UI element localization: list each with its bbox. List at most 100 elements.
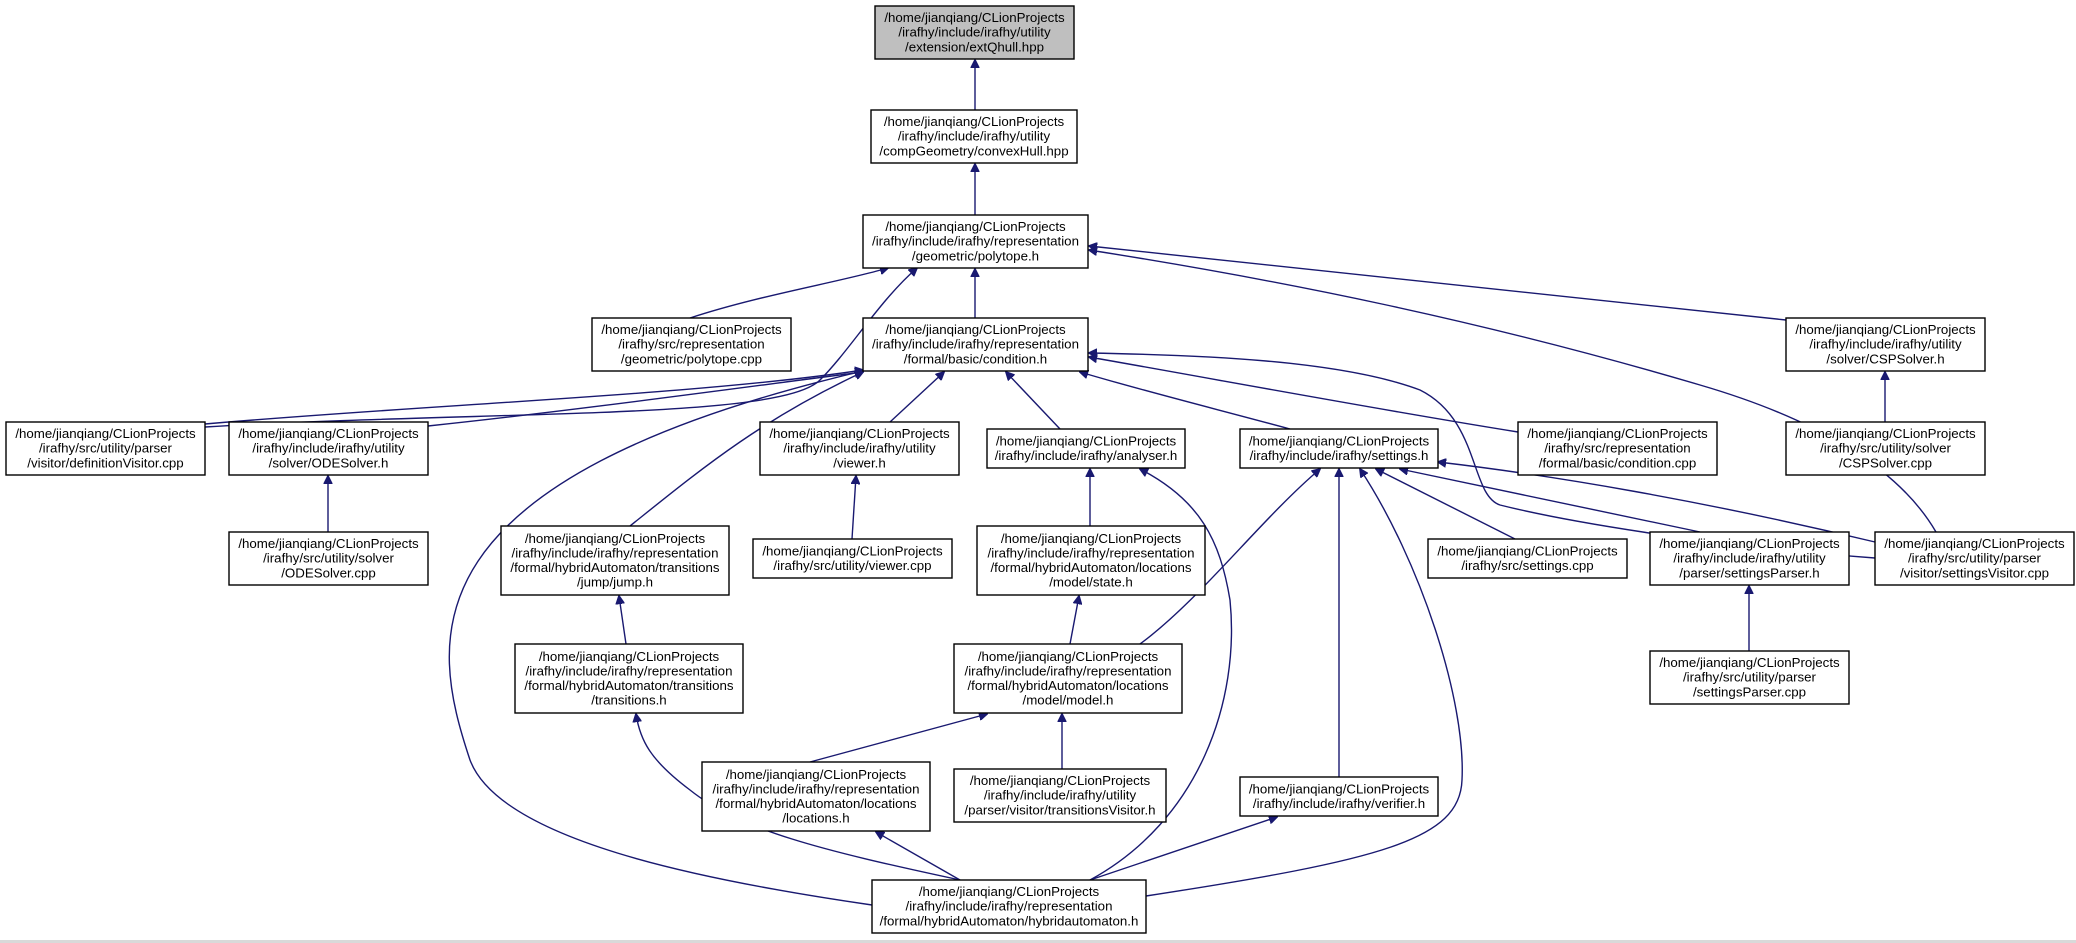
edge-transitions_h-to-jump_h [619, 596, 627, 645]
node-locations_h[interactable]: /home/jianqiang/CLionProjects/irafhy/inc… [701, 761, 931, 832]
node-settingsVisitor[interactable]: /home/jianqiang/CLionProjects/irafhy/src… [1874, 531, 2075, 586]
node-label-line: /irafhy/include/irafhy/utility [1673, 551, 1826, 566]
node-label-line: /irafhy/include/irafhy/representation [526, 663, 733, 678]
node-box [862, 214, 1089, 269]
node-label-line: /irafhy/src/representation [1544, 441, 1690, 456]
node-verifier_h[interactable]: /home/jianqiang/CLionProjects/irafhy/inc… [1239, 776, 1439, 817]
node-odesolver_h[interactable]: /home/jianqiang/CLionProjects/irafhy/inc… [228, 421, 429, 476]
node-polytope_h[interactable]: /home/jianqiang/CLionProjects/irafhy/inc… [862, 214, 1089, 269]
node-cspsolver_cpp[interactable]: /home/jianqiang/CLionProjects/irafhy/src… [1785, 421, 1986, 476]
node-label-line: /geometric/polytope.h [912, 248, 1039, 263]
node-label-line: /parser/visitor/transitionsVisitor.h [964, 802, 1155, 817]
node-label-line: /home/jianqiang/CLionProjects [15, 426, 196, 441]
edge-model_h-to-state_h [1069, 596, 1079, 645]
node-label-line: /home/jianqiang/CLionProjects [769, 426, 950, 441]
node-label-line: /home/jianqiang/CLionProjects [238, 426, 419, 441]
node-label-line: /formal/hybridAutomaton/locations [715, 796, 916, 811]
node-label-line: /formal/hybridAutomaton/locations [990, 560, 1191, 575]
node-label-line: /home/jianqiang/CLionProjects [1795, 426, 1976, 441]
node-label-line: /irafhy/src/utility/parser [39, 441, 173, 456]
node-analyser_h[interactable]: /home/jianqiang/CLionProjects/irafhy/inc… [986, 428, 1186, 469]
node-extQhull[interactable]: /home/jianqiang/CLionProjects/irafhy/inc… [874, 5, 1075, 60]
node-label-line: /irafhy/include/irafhy/utility [783, 441, 936, 456]
node-label-line: /irafhy/src/utility/parser [1908, 551, 2042, 566]
node-box [1649, 650, 1850, 705]
node-label-line: /formal/hybridAutomaton/locations [967, 678, 1168, 693]
node-label-line: /irafhy/include/irafhy/representation [872, 337, 1079, 352]
node-label-line: /visitor/settingsVisitor.cpp [1900, 565, 2049, 580]
node-settings_h[interactable]: /home/jianqiang/CLionProjects/irafhy/inc… [1239, 428, 1439, 469]
node-label-line: /irafhy/include/irafhy/utility [1809, 337, 1962, 352]
node-model_h[interactable]: /home/jianqiang/CLionProjects/irafhy/inc… [953, 643, 1183, 714]
node-box [871, 879, 1147, 934]
node-label-line: /irafhy/src/utility/solver [1820, 441, 1951, 456]
node-label-line: /model/model.h [1023, 693, 1114, 708]
node-box [1785, 317, 1986, 372]
node-label-line: /formal/basic/condition.h [904, 351, 1047, 366]
node-settingsParser_cpp[interactable]: /home/jianqiang/CLionProjects/irafhy/src… [1649, 650, 1850, 705]
node-box [1649, 531, 1850, 586]
node-settings_cpp[interactable]: /home/jianqiang/CLionProjects/irafhy/src… [1427, 538, 1628, 579]
node-label-line: /home/jianqiang/CLionProjects [884, 10, 1065, 25]
node-label-line: /home/jianqiang/CLionProjects [1659, 655, 1840, 670]
node-box [1517, 421, 1718, 476]
node-state_h[interactable]: /home/jianqiang/CLionProjects/irafhy/inc… [976, 525, 1206, 596]
edge-hybridautomaton_h-to-condition_h [448, 371, 873, 906]
node-label-line: /irafhy/include/irafhy/utility [898, 129, 1051, 144]
node-label-line: /home/jianqiang/CLionProjects [1249, 433, 1430, 448]
node-label-line: /home/jianqiang/CLionProjects [762, 543, 943, 558]
node-cspsolver_h[interactable]: /home/jianqiang/CLionProjects/irafhy/inc… [1785, 317, 1986, 372]
node-label-line: /home/jianqiang/CLionProjects [996, 433, 1177, 448]
node-definitionVisitor[interactable]: /home/jianqiang/CLionProjects/irafhy/src… [5, 421, 206, 476]
node-label-line: /home/jianqiang/CLionProjects [1249, 781, 1430, 796]
edge-hybridautomaton_h-to-settings_h [1145, 469, 1463, 897]
node-convexHull[interactable]: /home/jianqiang/CLionProjects/irafhy/inc… [870, 109, 1078, 164]
node-label-line: /irafhy/include/irafhy/representation [906, 899, 1113, 914]
node-label-line: /locations.h [782, 811, 849, 826]
node-box [759, 421, 960, 476]
node-condition_h[interactable]: /home/jianqiang/CLionProjects/irafhy/inc… [862, 317, 1089, 372]
node-label-line: /home/jianqiang/CLionProjects [885, 322, 1066, 337]
node-box [862, 317, 1089, 372]
node-viewer_cpp[interactable]: /home/jianqiang/CLionProjects/irafhy/src… [752, 538, 953, 579]
node-box [228, 531, 429, 586]
edge-definitionVisitor-to-polytope_h [204, 268, 917, 428]
node-hybridautomaton_h[interactable]: /home/jianqiang/CLionProjects/irafhy/inc… [871, 879, 1147, 934]
node-label-line: /irafhy/include/irafhy/representation [512, 545, 719, 560]
node-label-line: /transitions.h [591, 693, 666, 708]
node-label-line: /irafhy/include/irafhy/verifier.h [1253, 796, 1425, 811]
node-label-line: /formal/basic/condition.cpp [1539, 455, 1696, 470]
edge-polytope_cpp-to-polytope_h [689, 268, 888, 319]
edge-model_h-to-settings_h [1139, 469, 1320, 645]
node-label-line: /home/jianqiang/CLionProjects [978, 649, 1159, 664]
node-viewer_h[interactable]: /home/jianqiang/CLionProjects/irafhy/inc… [759, 421, 960, 476]
node-odesolver_cpp[interactable]: /home/jianqiang/CLionProjects/irafhy/src… [228, 531, 429, 586]
edge-settingsVisitor-to-polytope_h [1089, 250, 1937, 533]
node-label-line: /formal/hybridAutomaton/hybridautomaton.… [880, 913, 1139, 928]
node-label-line: /irafhy/src/representation [618, 337, 764, 352]
node-label-line: /visitor/definitionVisitor.cpp [27, 455, 183, 470]
node-jump_h[interactable]: /home/jianqiang/CLionProjects/irafhy/inc… [500, 525, 730, 596]
node-transitions_h[interactable]: /home/jianqiang/CLionProjects/irafhy/inc… [514, 643, 744, 714]
edge-hybridautomaton_h-to-verifier_h [1089, 817, 1277, 881]
node-label-line: /home/jianqiang/CLionProjects [1527, 426, 1708, 441]
node-label-line: /ODESolver.cpp [281, 565, 376, 580]
node-label-line: /solver/ODESolver.h [269, 455, 389, 470]
node-label-line: /home/jianqiang/CLionProjects [238, 536, 419, 551]
node-box [1239, 428, 1439, 469]
node-label-line: /irafhy/include/irafhy/representation [965, 663, 1172, 678]
edge-cspsolver_h-to-polytope_h [1089, 246, 1787, 321]
node-condition_cpp[interactable]: /home/jianqiang/CLionProjects/irafhy/src… [1517, 421, 1718, 476]
edge-odesolver_h-to-condition_h [427, 372, 863, 427]
node-label-line: /geometric/polytope.cpp [621, 351, 762, 366]
node-polytope_cpp[interactable]: /home/jianqiang/CLionProjects/irafhy/src… [591, 317, 792, 372]
edge-condition_cpp-to-condition_h [1089, 357, 1519, 433]
node-label-line: /irafhy/include/irafhy/representation [872, 234, 1079, 249]
node-label-line: /home/jianqiang/CLionProjects [539, 649, 720, 664]
node-label-line: /irafhy/src/utility/parser [1683, 670, 1817, 685]
node-settingsParser_h[interactable]: /home/jianqiang/CLionProjects/irafhy/inc… [1649, 531, 1850, 586]
node-box [591, 317, 792, 372]
edge-settingsVisitor-to-settings_h [1438, 462, 1876, 543]
node-transitionsVisitor[interactable]: /home/jianqiang/CLionProjects/irafhy/inc… [953, 768, 1167, 823]
